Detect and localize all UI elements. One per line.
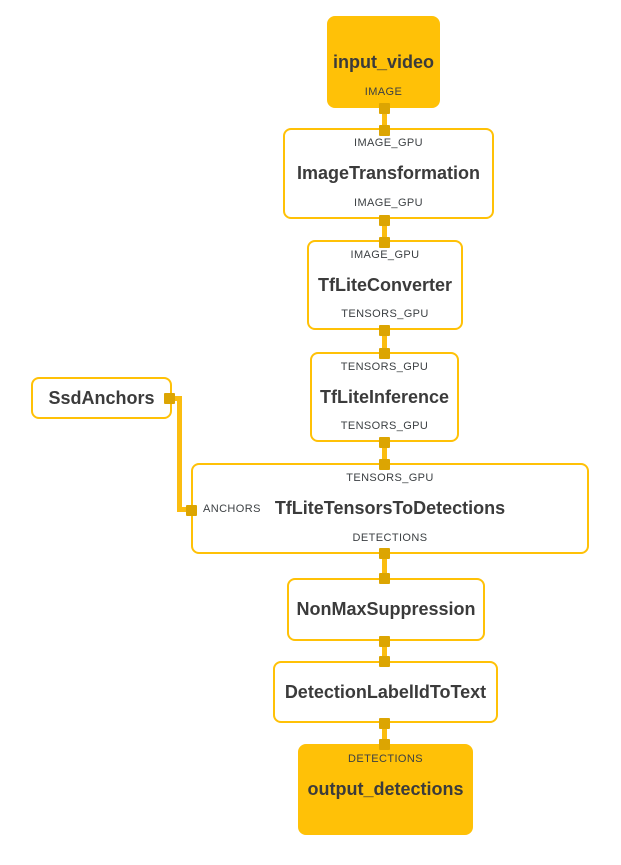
node-title: ImageTransformation: [296, 163, 481, 184]
node-input-video[interactable]: input_video IMAGE: [327, 16, 440, 108]
port-tensors-to-detections-in: [379, 459, 390, 470]
node-detection-label-id-to-text[interactable]: DetectionLabelIdToText: [273, 661, 498, 723]
edge-image-transformation-to-tflite-converter: [382, 218, 387, 244]
output-stream-label: IMAGE: [364, 86, 403, 98]
port-nonmax-suppression-in: [379, 573, 390, 584]
node-image-transformation[interactable]: IMAGE_GPU ImageTransformation IMAGE_GPU: [283, 128, 494, 219]
node-title: NonMaxSuppression: [296, 599, 476, 620]
edge-tflite-inference-to-tensors-to-detections: [382, 440, 387, 466]
node-title: TfLiteInference: [319, 386, 450, 407]
port-detection-label-id-to-text-out: [379, 718, 390, 729]
node-title: DetectionLabelIdToText: [284, 681, 487, 702]
node-title: TfLiteConverter: [317, 274, 452, 295]
port-image-transformation-out: [379, 215, 390, 226]
input-stream-label: TENSORS_GPU: [346, 472, 434, 484]
edge-nonmax-to-label-id-to-text: [382, 639, 387, 663]
input-stream-label: DETECTIONS: [348, 753, 423, 765]
node-output-detections[interactable]: DETECTIONS output_detections: [298, 744, 473, 835]
port-image-transformation-in: [379, 125, 390, 136]
node-nonmax-suppression[interactable]: NonMaxSuppression: [287, 578, 485, 641]
input-stream-label: TENSORS_GPU: [340, 361, 429, 373]
node-tflite-converter[interactable]: IMAGE_GPU TfLiteConverter TENSORS_GPU: [307, 240, 463, 330]
port-tflite-converter-in: [379, 237, 390, 248]
port-tflite-inference-out: [379, 437, 390, 448]
port-input-video-out: [379, 103, 390, 114]
output-stream-label: IMAGE_GPU: [353, 197, 423, 209]
anchors-stream-label: ANCHORS: [203, 502, 261, 515]
edge-input-video-to-image-transformation: [382, 106, 387, 132]
port-tensors-to-detections-out: [379, 548, 390, 559]
edge-ssdanchors-vertical-segment: [177, 396, 182, 512]
node-tflite-inference[interactable]: TENSORS_GPU TfLiteInference TENSORS_GPU: [310, 352, 459, 442]
edge-tensors-to-detections-to-nonmax: [382, 551, 387, 580]
port-tensors-to-detections-anchors-in: [186, 505, 197, 516]
input-stream-label: IMAGE_GPU: [353, 137, 423, 149]
output-stream-label: DETECTIONS: [352, 532, 428, 544]
output-stream-label: TENSORS_GPU: [340, 420, 429, 432]
node-title: output_detections: [307, 779, 464, 800]
edge-label-id-to-text-to-output: [382, 721, 387, 746]
node-ssd-anchors[interactable]: SsdAnchors: [31, 377, 172, 419]
port-tflite-inference-in: [379, 348, 390, 359]
port-tflite-converter-out: [379, 325, 390, 336]
node-title: SsdAnchors: [48, 387, 155, 408]
port-nonmax-suppression-out: [379, 636, 390, 647]
port-output-detections-in: [379, 739, 390, 750]
input-stream-label: IMAGE_GPU: [350, 249, 420, 261]
node-tflite-tensors-to-detections[interactable]: TENSORS_GPU TfLiteTensorsToDetections DE…: [191, 463, 589, 554]
node-title: TfLiteTensorsToDetections: [274, 498, 506, 519]
edge-tflite-converter-to-tflite-inference: [382, 328, 387, 355]
port-ssd-anchors-out: [164, 393, 175, 404]
output-stream-label: TENSORS_GPU: [341, 308, 429, 320]
port-detection-label-id-to-text-in: [379, 656, 390, 667]
node-title: input_video: [333, 51, 435, 72]
